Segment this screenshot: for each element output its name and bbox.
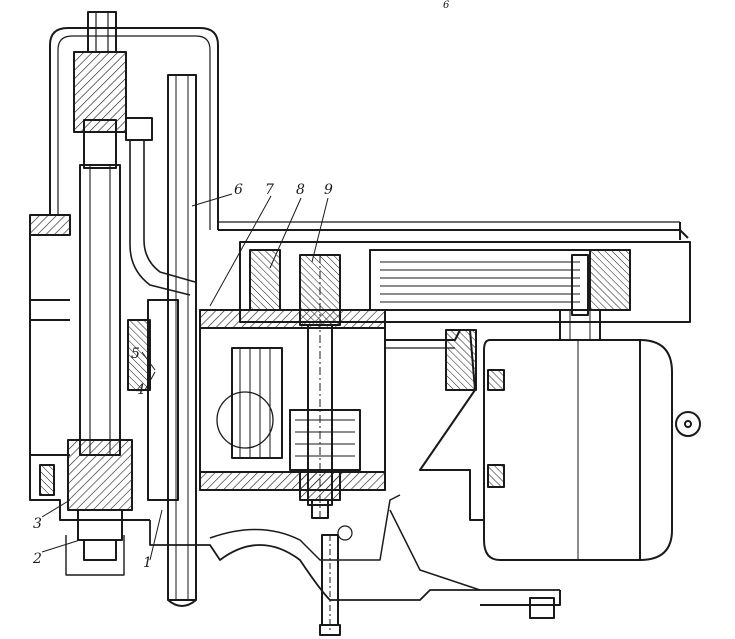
pulley-cover bbox=[239, 241, 691, 323]
gearbox-left-wall bbox=[29, 215, 150, 521]
coolant-hose bbox=[129, 140, 191, 296]
callout-8: 8 bbox=[296, 182, 305, 198]
base-casting bbox=[149, 520, 560, 601]
callout-9: 9 bbox=[324, 182, 333, 198]
column-housing bbox=[49, 27, 219, 230]
top-frame bbox=[218, 229, 689, 239]
callout-7: 7 bbox=[265, 182, 274, 198]
gearbox-housing bbox=[127, 299, 386, 501]
callout-5: 5 bbox=[131, 346, 140, 362]
electric-motor bbox=[483, 309, 701, 561]
corner-mark: 6 bbox=[443, 0, 450, 11]
callout-6: 6 bbox=[234, 182, 243, 198]
callout-4: 4 bbox=[136, 382, 145, 398]
quill-shaft bbox=[167, 74, 197, 607]
callout-3: 3 bbox=[33, 516, 42, 532]
main-spindle bbox=[65, 11, 133, 576]
callout-1: 1 bbox=[143, 555, 152, 571]
callout-2: 2 bbox=[33, 551, 42, 567]
leader-lines bbox=[41, 193, 329, 561]
